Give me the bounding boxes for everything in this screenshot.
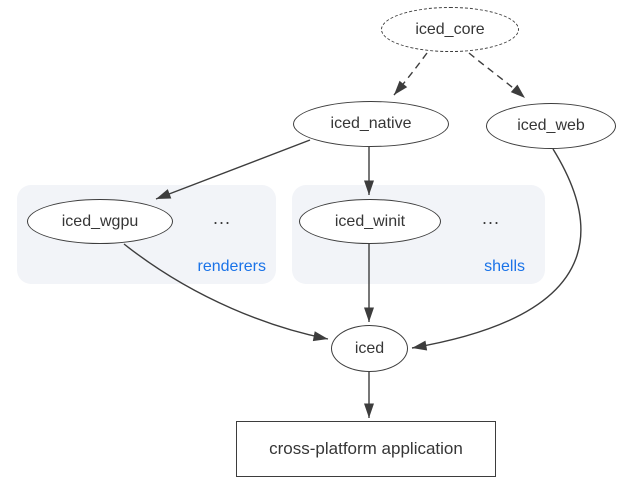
node-iced-web: iced_web [486, 103, 616, 149]
node-iced-wgpu-label: iced_wgpu [61, 212, 139, 230]
node-iced: iced [331, 325, 408, 372]
shells-group-label: shells [484, 258, 525, 275]
node-iced-web-label: iced_web [517, 117, 585, 134]
node-iced-winit-label: iced_winit [334, 212, 406, 230]
node-iced-native-label: iced_native [330, 115, 412, 132]
node-iced-native: iced_native [293, 101, 449, 147]
node-iced-winit: iced_winit [299, 199, 441, 244]
shells-ellipsis: ... [482, 208, 501, 228]
node-cross-platform-application-label: cross-platform application [269, 439, 463, 458]
node-iced-core: iced_core [381, 7, 519, 52]
edge-iced_core-to-iced_web [468, 52, 526, 99]
node-iced-wgpu: iced_wgpu [27, 199, 173, 244]
node-cross-platform-application: cross-platform application [236, 421, 496, 477]
renderers-ellipsis: ... [213, 208, 232, 228]
node-iced-label: iced [354, 339, 385, 357]
edge-iced_core-to-iced_native [393, 52, 428, 96]
node-iced-core-label: iced_core [415, 20, 485, 38]
renderers-group-label: renderers [197, 258, 266, 275]
